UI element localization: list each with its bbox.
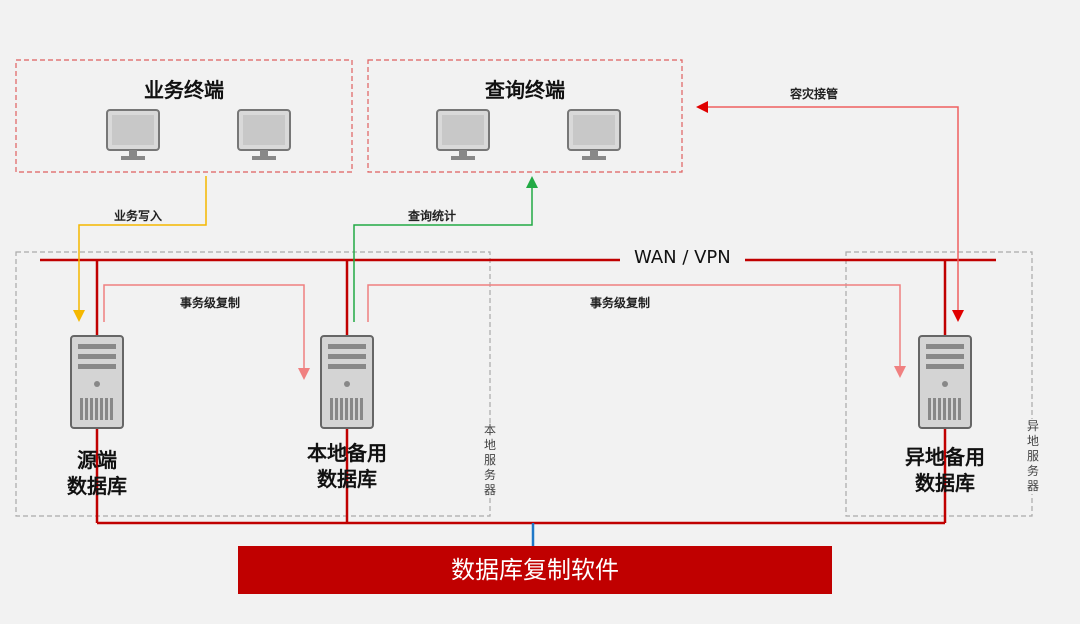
txn-replication-label-2: 事务级复制: [590, 296, 651, 310]
monitor-icon: [567, 109, 621, 161]
server-icon: [320, 335, 374, 429]
remote-backup-db-label: 异地备用 数据库: [905, 445, 985, 495]
query-terminal-title: 查询终端: [485, 78, 565, 102]
source-db-label: 源端 数据库: [67, 448, 127, 498]
query-terminal-zone: [367, 59, 683, 173]
disaster-takeover-arrow: [696, 101, 964, 322]
monitor-icon: [436, 109, 490, 161]
remote-server-label: 异地服务器: [1025, 419, 1041, 494]
txn-replication-label-1: 事务级复制: [180, 296, 241, 310]
query-stats-arrow: [353, 176, 538, 322]
business-terminal-title: 业务终端: [144, 78, 224, 102]
remote-server-zone: [845, 251, 1033, 517]
local-server-zone: [15, 251, 491, 517]
wan-vpn-label: WAN / VPN: [620, 247, 745, 268]
business-write-label: 业务写入: [114, 209, 163, 223]
business-terminal-zone: [15, 59, 353, 173]
local-server-label: 本地服务器: [482, 423, 498, 498]
query-stats-label: 查询统计: [408, 209, 457, 223]
business-write-arrow: [73, 176, 207, 322]
server-icon: [70, 335, 124, 429]
server-icon: [918, 335, 972, 429]
local-backup-db-label: 本地备用 数据库: [307, 441, 387, 491]
txn-replication-arrow-2: [367, 284, 906, 378]
monitor-icon: [237, 109, 291, 161]
txn-replication-arrow-1: [103, 284, 310, 380]
disaster-takeover-label: 容灾接管: [790, 87, 839, 101]
replication-software-bar: 数据库复制软件: [238, 546, 832, 594]
monitor-icon: [106, 109, 160, 161]
